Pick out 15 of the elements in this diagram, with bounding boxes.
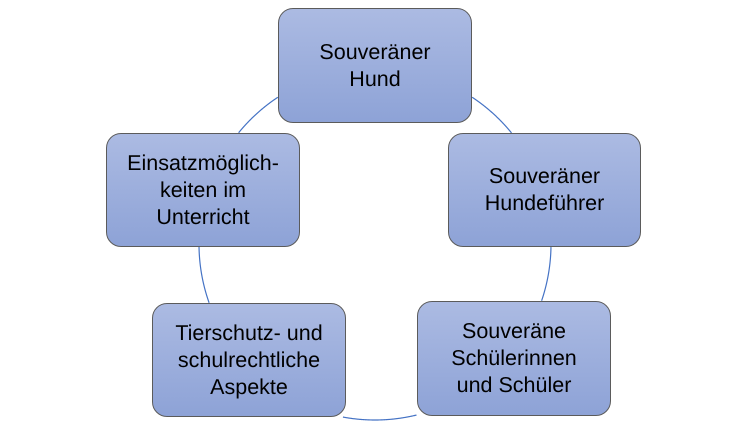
connector-arc [342, 414, 417, 421]
connector-arc [472, 96, 512, 134]
rounded-box [448, 133, 641, 247]
box-label: Einsatzmöglich- keiten im Unterricht [126, 150, 280, 230]
rounded-box [278, 8, 472, 123]
box-label: Souveräner Hund [318, 38, 432, 92]
box-label: Souveräne Schülerinnen und Schüler [450, 318, 578, 399]
rounded-box [106, 133, 300, 247]
connector-arc [541, 246, 552, 302]
rounded-box [417, 301, 611, 416]
box-label: Tierschutz- und schulrechtliche Aspekte [174, 320, 324, 400]
connector-arc [198, 246, 210, 304]
box-label: Souveräner Hundeführer [484, 163, 606, 217]
connector-arc [238, 96, 278, 134]
rounded-box [152, 303, 346, 417]
